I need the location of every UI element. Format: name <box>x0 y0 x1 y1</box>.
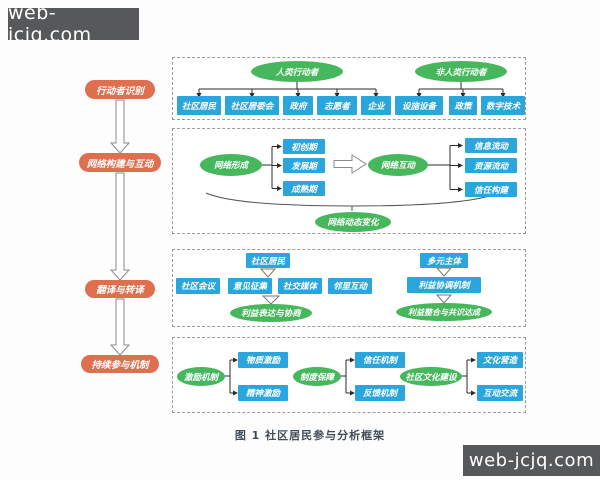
node-feedback-mechanism: 反馈机制 <box>355 385 405 401</box>
node-multi-subjects: 多元主体 <box>420 253 468 268</box>
node-mature-phase: 成熟期 <box>283 181 325 196</box>
node-social-media: 社交媒体 <box>278 278 322 294</box>
node-community-meeting: 社区会议 <box>176 278 220 294</box>
node-policy: 政策 <box>449 96 477 115</box>
node-interaction-exchange: 互动交流 <box>477 385 523 401</box>
node-opinion-collection: 意见征集 <box>228 278 272 294</box>
node-community-committee: 社区居委会 <box>225 96 279 115</box>
node-enterprises: 企业 <box>361 96 391 115</box>
oval-network-formation: 网络形成 <box>200 154 262 176</box>
node-volunteers: 志愿者 <box>317 96 357 115</box>
panel-sustain <box>172 337 526 413</box>
oval-institutional-guarantee: 制度保障 <box>293 367 341 386</box>
node-material-incentive: 物质激励 <box>238 352 288 368</box>
node-info-flow: 信息流动 <box>465 138 517 153</box>
node-spiritual-incentive: 精神激励 <box>238 385 288 401</box>
node-residents: 社区居民 <box>246 253 290 268</box>
stage-translation: 翻译与转译 <box>85 280 155 298</box>
node-trust-mechanism: 信任机制 <box>355 352 405 368</box>
oval-incentive-mechanism: 激励机制 <box>177 367 225 386</box>
node-resource-flow: 资源流动 <box>465 158 517 173</box>
node-development-phase: 发展期 <box>283 158 325 173</box>
node-digital-tech: 数字技术 <box>481 96 525 115</box>
node-interest-coordination: 利益协调机制 <box>407 277 481 293</box>
node-facilities: 设施设备 <box>395 96 443 115</box>
node-government: 政府 <box>283 96 313 115</box>
oval-nonhuman-actors: 非人类行动者 <box>415 61 507 82</box>
oval-interest-expression: 利益表达与协商 <box>230 304 312 322</box>
oval-interest-integration: 利益整合与共识达成 <box>396 303 492 321</box>
oval-network-interaction: 网络互动 <box>368 154 428 176</box>
watermark-bottom: web-jcjq.com <box>463 445 600 476</box>
stage-network-building: 网络构建与互动 <box>79 153 161 172</box>
oval-network-dynamics: 网络动态变化 <box>315 212 391 232</box>
oval-human-actors: 人类行动者 <box>251 61 343 82</box>
node-community-residents: 社区居民 <box>177 96 221 115</box>
node-culture-creation: 文化营造 <box>477 352 523 368</box>
watermark-top: web-jcjq.com <box>8 2 139 46</box>
stage-flow-arrows <box>109 99 131 356</box>
node-trust-building: 信任构建 <box>465 182 517 197</box>
figure-caption: 图 1 社区居民参与分析框架 <box>234 429 386 442</box>
node-initial-phase: 初创期 <box>283 139 325 154</box>
oval-community-culture: 社区文化建设 <box>400 367 462 386</box>
stage-actor-identification: 行动者识别 <box>85 80 155 99</box>
node-neighborhood-interaction: 邻里互动 <box>328 278 372 294</box>
stage-sustained-mechanism: 持续参与机制 <box>81 355 159 373</box>
